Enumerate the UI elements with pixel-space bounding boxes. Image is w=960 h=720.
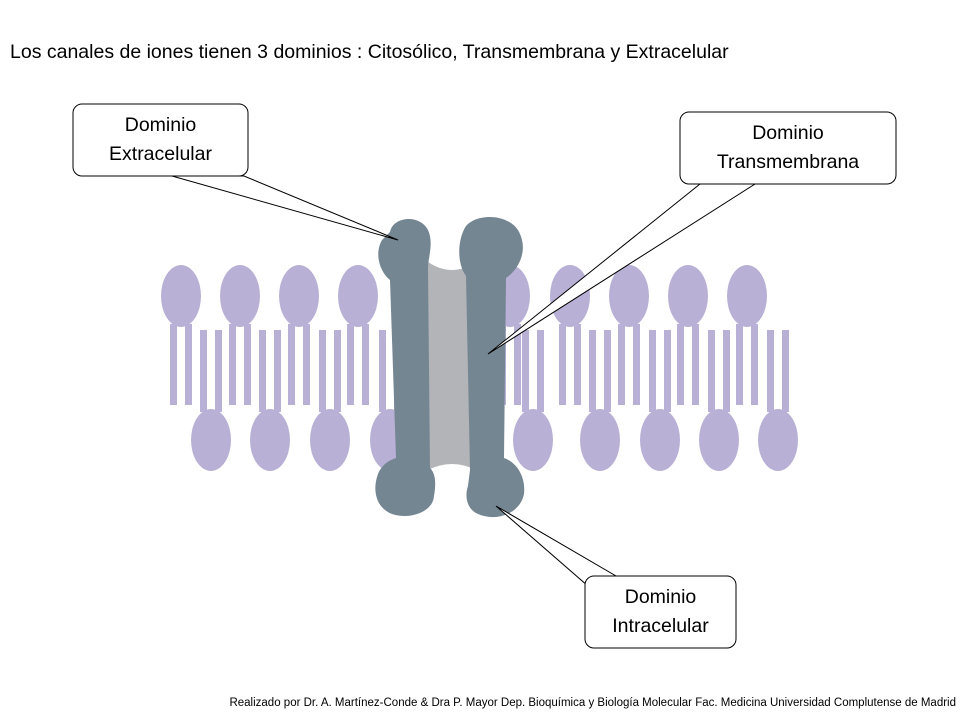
upper-phospholipid-9 xyxy=(727,265,767,405)
lipid-tail xyxy=(200,330,207,412)
lipid-head xyxy=(580,409,620,471)
channel-subunit-right xyxy=(459,216,525,518)
lipid-tail xyxy=(751,324,758,405)
lipid-tail xyxy=(379,330,386,412)
lipid-head xyxy=(310,409,350,471)
lipid-tail xyxy=(782,330,789,412)
lipid-tail xyxy=(229,324,236,405)
lipid-tail xyxy=(767,330,774,412)
lower-phospholipid-5 xyxy=(513,330,553,471)
lipid-tail xyxy=(649,330,656,412)
lipid-tail xyxy=(559,324,566,405)
lipid-head xyxy=(338,265,378,327)
footer-credit: Realizado por Dr. A. Martínez-Conde & Dr… xyxy=(229,697,956,709)
lipid-tail xyxy=(677,324,684,405)
upper-phospholipid-3 xyxy=(279,265,319,405)
lipid-tail xyxy=(633,324,640,405)
intracelular-callout-box xyxy=(584,575,737,649)
lipid-tail xyxy=(537,330,544,412)
lipid-tail xyxy=(618,324,625,405)
lower-phospholipid-9 xyxy=(758,330,798,471)
lipid-tail xyxy=(288,324,295,405)
lipid-tail xyxy=(589,330,596,412)
lipid-tail xyxy=(319,330,326,412)
lipid-head xyxy=(609,265,649,327)
lipid-tail xyxy=(244,324,251,405)
transmembrana-callout-line2: Transmembrana xyxy=(716,151,860,173)
lipid-tail xyxy=(362,324,369,405)
extracelular-callout-line1: Dominio xyxy=(124,114,197,136)
extracelular-callout-label: Dominio Extracelular xyxy=(73,104,248,176)
lipid-tail xyxy=(514,324,521,405)
slide-title: Los canales de iones tienen 3 dominios :… xyxy=(10,41,729,63)
lower-phospholipid-8 xyxy=(699,330,739,471)
lipid-head xyxy=(668,265,708,327)
lower-phospholipid-2 xyxy=(250,330,290,471)
transmembrana-callout-line1: Dominio xyxy=(752,122,824,144)
lipid-tail xyxy=(274,330,281,412)
upper-phospholipid-2 xyxy=(220,265,260,405)
intracelular-callout-pointer xyxy=(495,505,618,587)
extracelular-callout-box xyxy=(72,103,249,177)
lower-phospholipid-7 xyxy=(640,330,680,471)
extracelular-callout-line2: Extracelular xyxy=(109,143,212,165)
channel-pore xyxy=(428,262,476,470)
intracelular-callout-line2: Intracelular xyxy=(612,615,709,637)
lipid-head xyxy=(727,265,767,327)
lipid-tail xyxy=(604,330,611,412)
lower-phospholipid-1 xyxy=(191,330,231,471)
lipid-head xyxy=(699,409,739,471)
lipid-head xyxy=(161,265,201,327)
lipid-tail xyxy=(692,324,699,405)
lipid-head xyxy=(191,409,231,471)
lipid-head xyxy=(250,409,290,471)
upper-phospholipid-8 xyxy=(668,265,708,405)
lipid-tail xyxy=(574,324,581,405)
lower-phospholipid-6 xyxy=(580,330,620,471)
extracelular-callout-pointer xyxy=(171,175,399,241)
lipid-tail xyxy=(259,330,266,412)
lipid-tail xyxy=(723,330,730,412)
lipid-tail xyxy=(708,330,715,412)
channel-subunit-left xyxy=(375,218,436,516)
lipid-tail xyxy=(736,324,743,405)
lipid-tail xyxy=(215,330,222,412)
lipid-head xyxy=(279,265,319,327)
lipid-tail xyxy=(522,330,529,412)
transmembrana-callout-box xyxy=(679,111,897,185)
ion-channel-protein xyxy=(375,216,525,518)
lipid-head xyxy=(640,409,680,471)
upper-phospholipid-7 xyxy=(609,265,649,405)
transmembrana-callout-label: Dominio Transmembrana xyxy=(680,112,896,184)
lipid-tail xyxy=(303,324,310,405)
lower-phospholipid-3 xyxy=(310,330,350,471)
lipid-tail xyxy=(334,330,341,412)
intracelular-callout-label: Dominio Intracelular xyxy=(585,576,736,648)
lipid-head xyxy=(220,265,260,327)
upper-phospholipid-4 xyxy=(338,265,378,405)
lipid-head xyxy=(513,409,553,471)
lipid-tail xyxy=(185,324,192,405)
intracelular-callout-line1: Dominio xyxy=(624,586,697,608)
lipid-tail xyxy=(664,330,671,412)
lipid-tail xyxy=(170,324,177,405)
upper-phospholipid-1 xyxy=(161,265,201,405)
lipid-tail xyxy=(347,324,354,405)
lipid-head xyxy=(758,409,798,471)
